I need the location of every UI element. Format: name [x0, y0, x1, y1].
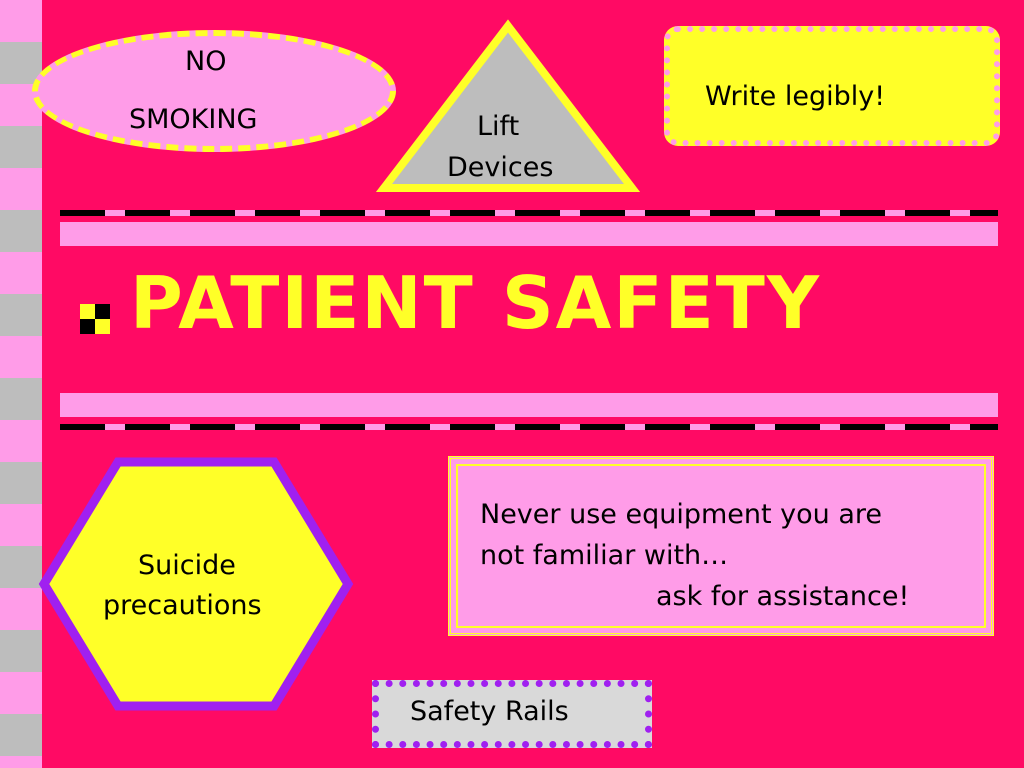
write-legibly-text: Write legibly! [705, 81, 886, 112]
safety-rails-box [372, 680, 652, 748]
no-smoking-line1: NO [185, 46, 227, 77]
lift-devices-line2: Devices [447, 152, 554, 183]
no-smoking-ellipse [32, 30, 396, 152]
suicide-line1: Suicide [138, 550, 236, 581]
lift-devices-line1: Lift [477, 111, 520, 142]
write-legibly-box [664, 26, 1000, 146]
suicide-line2: precautions [103, 590, 262, 621]
top-dash-divider [60, 210, 998, 216]
page-title: PATIENT SAFETY [130, 261, 822, 345]
bottom-pink-band [60, 393, 998, 417]
lift-devices-triangle [376, 19, 640, 192]
top-pink-band [60, 222, 998, 246]
bottom-dash-divider [60, 424, 998, 430]
checker-bullet-icon [80, 304, 110, 334]
no-smoking-line2: SMOKING [129, 104, 258, 135]
equipment-line3: ask for assistance! [656, 581, 910, 612]
safety-rails-text: Safety Rails [410, 696, 569, 727]
suicide-precautions-hexagon [38, 457, 354, 711]
equipment-line1: Never use equipment you are [480, 499, 883, 530]
equipment-warning-box [456, 464, 986, 628]
equipment-line2: not familiar with… [480, 540, 729, 571]
left-decorative-strip [0, 0, 42, 768]
